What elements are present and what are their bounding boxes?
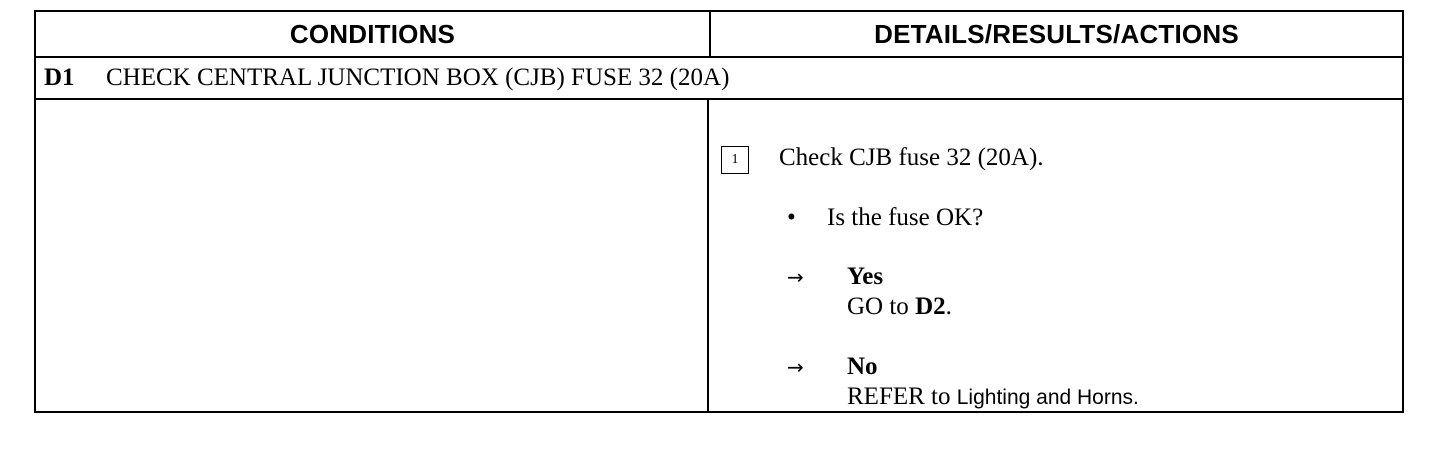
column-divider-body [707, 100, 709, 411]
header-divider [36, 56, 1402, 58]
question-row: • Is the fuse OK? [787, 204, 983, 232]
step-title-row: D1 CHECK CENTRAL JUNCTION BOX (CJB) FUSE… [36, 58, 1402, 98]
no-text: REFER to Lighting and Horns. [847, 382, 1139, 413]
actions-cell: 1 Check CJB fuse 32 (20A). • Is the fuse… [709, 100, 1402, 411]
yes-target-link[interactable]: D2 [915, 293, 946, 320]
yes-text: GO to D2. [847, 292, 952, 322]
no-reference-link[interactable]: Lighting and Horns. [956, 386, 1139, 409]
no-label: No [847, 353, 878, 380]
diagnostic-table: CONDITIONS DETAILS/RESULTS/ACTIONS D1 CH… [34, 10, 1404, 413]
yes-text-prefix: GO to [847, 293, 916, 320]
conditions-cell [36, 100, 707, 411]
question-text: Is the fuse OK? [827, 204, 984, 231]
column-divider-header [709, 12, 711, 56]
details-header: DETAILS/RESULTS/ACTIONS [874, 18, 1239, 49]
step-divider [36, 98, 1402, 100]
action-instruction: Check CJB fuse 32 (20A). [779, 144, 1044, 171]
yes-label: Yes [847, 263, 884, 290]
bullet-icon: • [787, 204, 796, 231]
action-number-box: 1 [721, 146, 749, 174]
answer-no: → No REFER to Lighting and Horns. [787, 352, 1139, 413]
step-title: CHECK CENTRAL JUNCTION BOX (CJB) FUSE 32… [106, 64, 730, 91]
step-id: D1 [44, 64, 75, 91]
conditions-header: CONDITIONS [289, 18, 456, 49]
arrow-right-icon: → [787, 265, 804, 289]
arrow-right-icon: → [787, 355, 804, 379]
no-text-prefix: REFER to [847, 383, 957, 410]
answer-yes: → Yes GO to D2. [787, 262, 952, 322]
yes-text-suffix: . [945, 293, 952, 320]
